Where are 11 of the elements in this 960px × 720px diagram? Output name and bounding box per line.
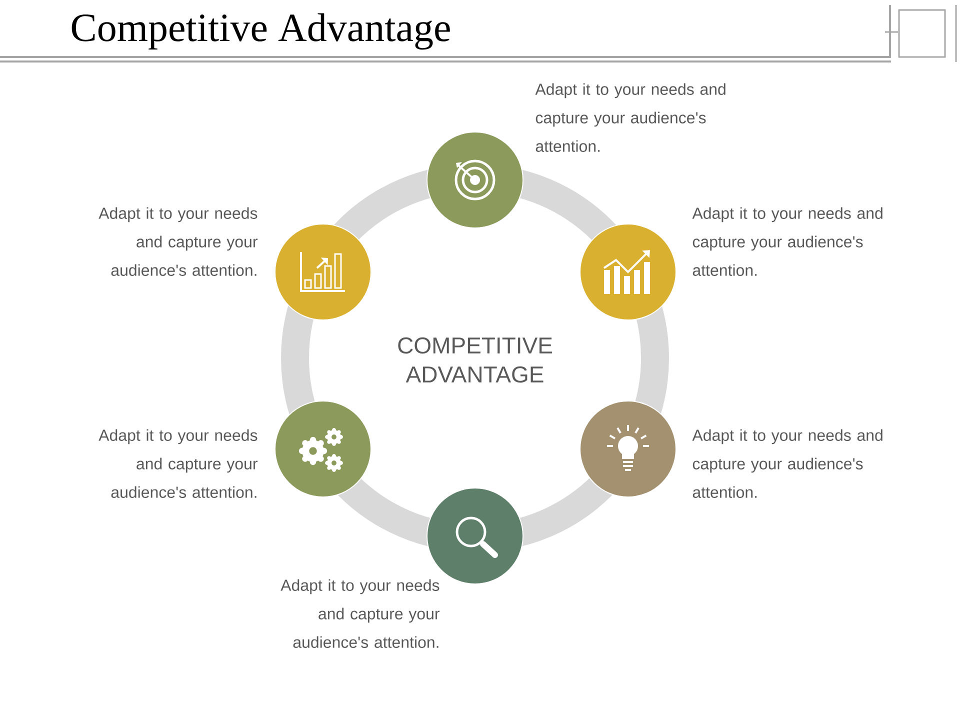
description-text: Adapt it to your needs and capture your audience's attention.	[692, 429, 882, 498]
description-text: Adapt it to your needs and capture your audience's attention.	[98, 429, 258, 498]
description-text: Adapt it to your needs and capture your audience's attention.	[692, 207, 882, 276]
description-text: Adapt it to your needs and capture your audience's attention.	[280, 579, 440, 648]
icon-circle	[426, 132, 524, 228]
description-text: Adapt it to your needs and capture your audience's attention.	[98, 207, 258, 276]
title: Competitive Advantage	[72, 13, 450, 50]
center-label: COMPETITIVE ADVANTAGE	[398, 337, 552, 383]
description-text: Adapt it to your needs and capture your audience's attention.	[535, 83, 726, 152]
icon-circle	[580, 400, 676, 498]
icon-circle	[274, 224, 372, 320]
